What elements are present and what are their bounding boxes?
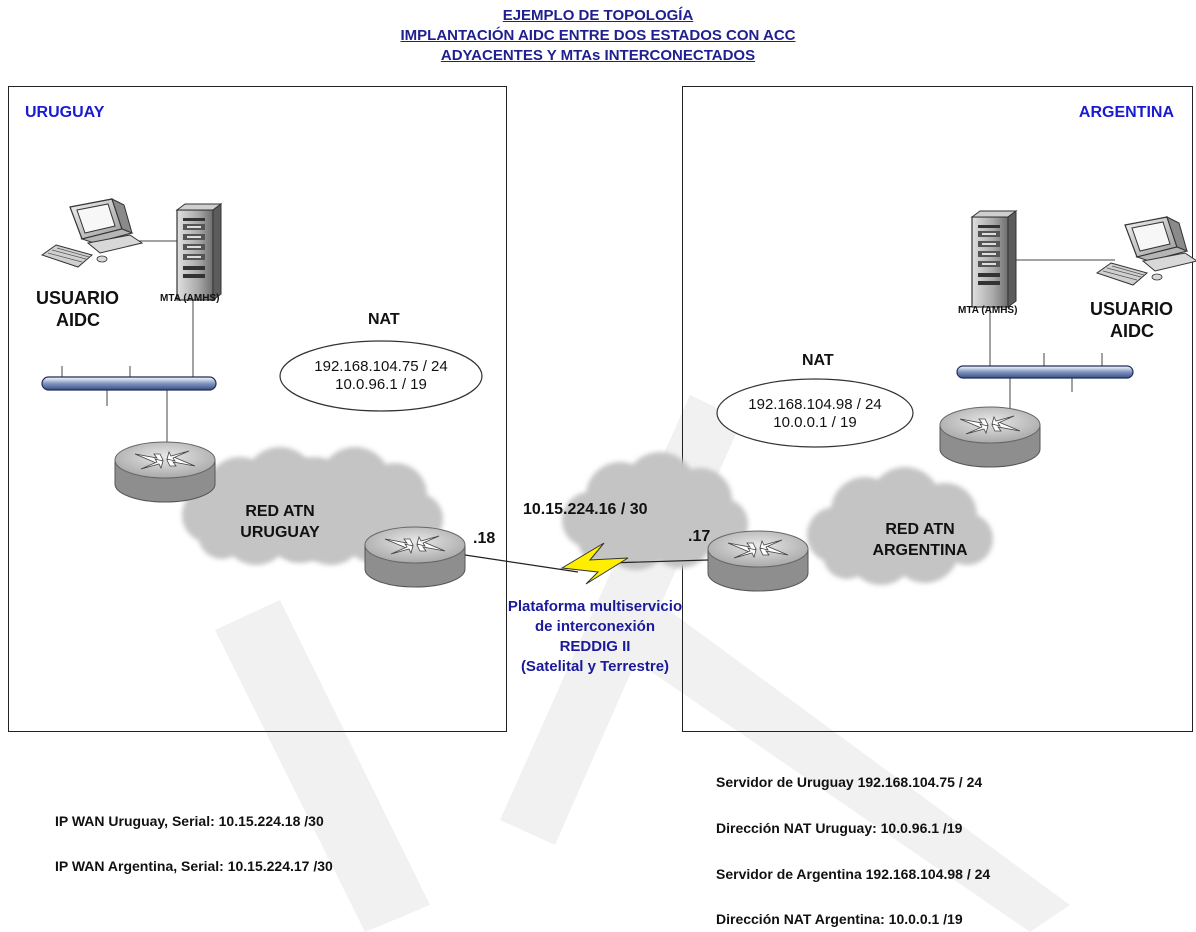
diagram-title-line2: IMPLANTACIÓN AIDC ENTRE DOS ESTADOS CON … bbox=[400, 27, 796, 44]
platform-label-line4: (Satelital y Terrestre) bbox=[520, 658, 670, 675]
info-nat-argentina: Dirección NAT Argentina: 10.0.0.1 /19 bbox=[716, 911, 963, 927]
country-label-argentina: ARGENTINA bbox=[1078, 104, 1174, 121]
nat-address-argentina-line1: 192.168.104.98 / 24 bbox=[748, 396, 882, 413]
country-label-uruguay: URUGUAY bbox=[25, 104, 105, 121]
mta-label-uruguay: MTA (AMHS) bbox=[160, 293, 220, 304]
link-subnet-label: 10.15.224.16 / 30 bbox=[523, 501, 648, 518]
network-label-argentina-line2: ARGENTINA bbox=[872, 542, 968, 559]
info-wan-uruguay: IP WAN Uruguay, Serial: 10.15.224.18 /30 bbox=[55, 813, 324, 829]
ethernet-segment-icon bbox=[41, 376, 217, 391]
nat-ellipse-argentina bbox=[716, 378, 914, 448]
user-label-argentina-line2: AIDC bbox=[1110, 321, 1154, 341]
network-label-argentina-line1: RED ATN bbox=[885, 521, 955, 538]
nat-title-uruguay: NAT bbox=[368, 311, 400, 328]
nat-ellipse-uruguay bbox=[279, 340, 483, 412]
nat-address-uruguay-line2: 10.0.96.1 / 19 bbox=[335, 376, 427, 393]
network-label-uruguay-line2: URUGUAY bbox=[240, 524, 320, 541]
network-label-uruguay-line1: RED ATN bbox=[245, 503, 315, 520]
nat-address-argentina-line2: 10.0.0.1 / 19 bbox=[773, 414, 857, 431]
server-tower-icon bbox=[971, 210, 1017, 308]
info-server-argentina: Servidor de Argentina 192.168.104.98 / 2… bbox=[716, 866, 991, 882]
router-icon bbox=[114, 441, 216, 503]
router-icon bbox=[364, 526, 466, 588]
port-label-argentina: .17 bbox=[688, 528, 711, 545]
user-label-uruguay-line2: AIDC bbox=[56, 310, 100, 330]
workstation-icon bbox=[41, 198, 143, 268]
mta-label-argentina: MTA (AMHS) bbox=[958, 305, 1018, 316]
diagram-title-line1: EJEMPLO DE TOPOLOGÍA bbox=[502, 7, 694, 24]
port-label-uruguay: .18 bbox=[473, 530, 496, 547]
info-server-uruguay: Servidor de Uruguay 192.168.104.75 / 24 bbox=[716, 774, 983, 790]
user-label-argentina-line1: USUARIO bbox=[1090, 299, 1174, 319]
ethernet-segment-icon bbox=[956, 365, 1134, 379]
serial-link-icon bbox=[464, 542, 709, 585]
platform-label-line3: REDDIG II bbox=[559, 638, 631, 655]
workstation-icon bbox=[1096, 216, 1196, 286]
platform-label-line2: de interconexión bbox=[534, 618, 656, 635]
router-icon bbox=[707, 530, 809, 592]
info-wan-argentina: IP WAN Argentina, Serial: 10.15.224.17 /… bbox=[55, 858, 333, 874]
info-nat-uruguay: Dirección NAT Uruguay: 10.0.96.1 /19 bbox=[716, 820, 963, 836]
server-tower-icon bbox=[176, 203, 222, 301]
platform-label-line1: Plataforma multiservicio bbox=[507, 598, 683, 615]
router-icon bbox=[939, 406, 1041, 468]
user-label-uruguay-line1: USUARIO bbox=[36, 288, 120, 308]
right-lan-lines bbox=[989, 259, 1115, 410]
diagram-title-line3: ADYACENTES Y MTAs INTERCONECTADOS bbox=[440, 47, 756, 64]
nat-title-argentina: NAT bbox=[802, 352, 834, 369]
nat-address-uruguay-line1: 192.168.104.75 / 24 bbox=[314, 358, 448, 375]
left-lan-lines bbox=[61, 240, 194, 446]
argentina-panel bbox=[682, 86, 1193, 732]
uruguay-panel bbox=[8, 86, 507, 732]
